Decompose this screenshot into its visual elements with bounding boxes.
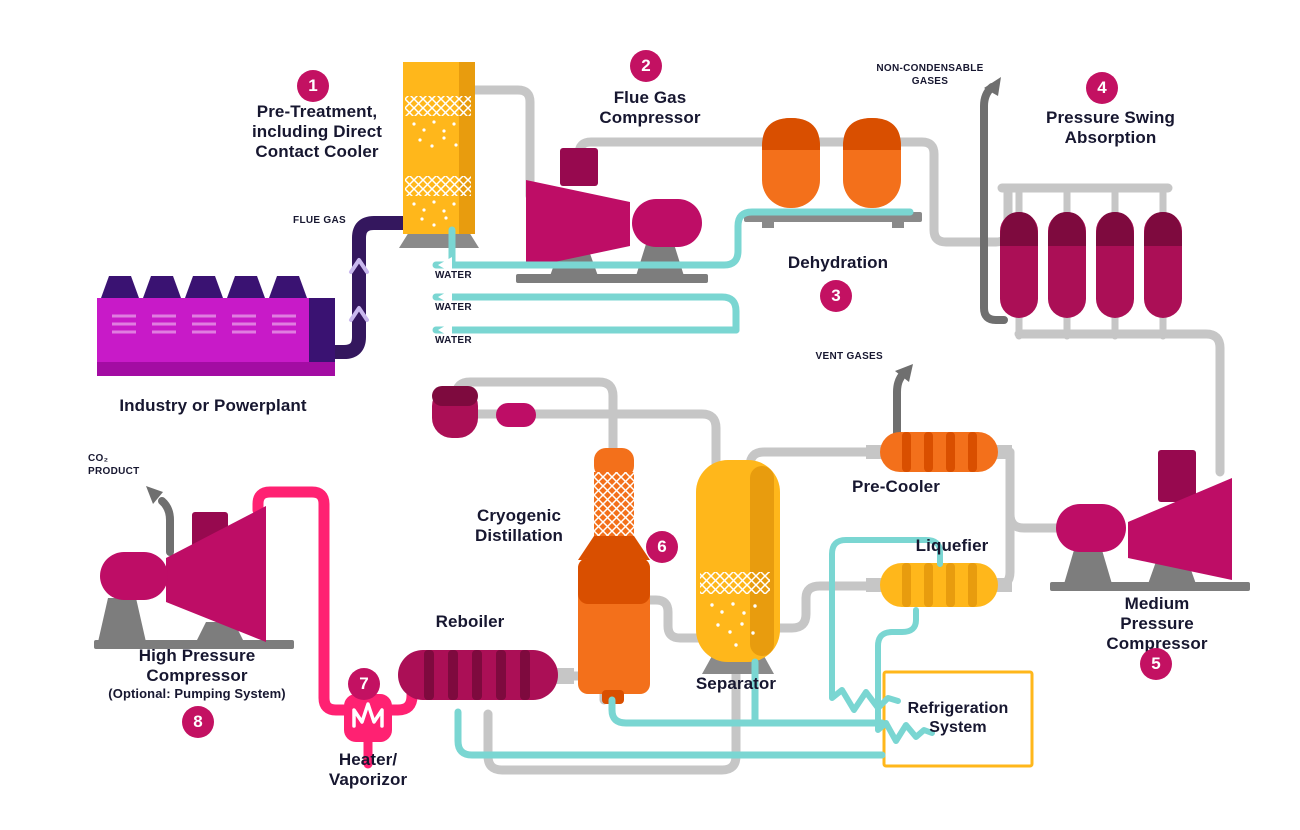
cryogenic-distillation-column — [578, 448, 650, 704]
separator-label: Separator — [695, 674, 777, 693]
step-8-badge: 8 — [182, 706, 214, 738]
refrigerant-return-pipe — [875, 607, 935, 744]
co2-product-arrow — [146, 486, 174, 556]
high-pressure-compressor — [94, 506, 294, 649]
flue-gas-compressor — [516, 148, 708, 283]
step-3-badge: 3 — [820, 280, 852, 312]
cryogenic-distillation-label: Cryogenic Distillation — [474, 506, 564, 546]
dehydration-label: Dehydration — [787, 253, 889, 272]
step-1-badge: 1 — [297, 70, 329, 102]
vent-gases-arrow — [893, 364, 913, 438]
water-stream-label-3: WATER — [435, 335, 472, 346]
hp-compressor-note: (Optional: Pumping System) — [108, 686, 286, 701]
step-5-badge: 5 — [1140, 648, 1172, 680]
separator-vessel — [696, 460, 780, 674]
pre-cooler-label: Pre-Cooler — [852, 477, 940, 496]
pre-cooler-exchanger — [866, 432, 1012, 472]
pretreatment-label: Pre-Treatment, including Direct Contact … — [251, 102, 383, 162]
water-flow-arrow — [438, 322, 452, 338]
industry-label: Industry or Powerplant — [119, 396, 307, 415]
flue-gas-up-arrow — [349, 306, 369, 322]
reboiler-label: Reboiler — [435, 612, 505, 631]
step-2-badge: 2 — [630, 50, 662, 82]
heater-vaporizor-label: Heater/ Vaporizor — [328, 750, 408, 790]
water-flow-arrow — [438, 289, 452, 305]
step-4-badge: 4 — [1086, 72, 1118, 104]
spray-dots — [412, 120, 458, 227]
refrigerant-supply-pipe — [829, 537, 943, 713]
flue-gas-stream-label: FLUE GAS — [293, 215, 346, 226]
factory-vent-slats — [112, 314, 296, 334]
non-condensable-gases-arrow — [980, 77, 1008, 324]
stream-arrows — [146, 77, 1008, 556]
flue-gas-up-arrow — [349, 258, 369, 274]
reboiler-exchanger — [398, 650, 574, 700]
refrigeration-system-label: Refrigeration System — [907, 700, 1009, 736]
water-stream-label-1: WATER — [435, 270, 472, 281]
step-7-badge: 7 — [348, 668, 380, 700]
flue-gas-pipe — [309, 216, 417, 359]
teal-water-pipes — [432, 208, 943, 759]
water-flow-arrow — [438, 257, 452, 273]
heater-vaporizor-unit — [344, 694, 392, 742]
step-6-badge: 6 — [646, 531, 678, 563]
spray-dots — [710, 602, 757, 647]
reflux-drum — [432, 386, 478, 438]
reflux-pump — [496, 403, 536, 427]
water-stream-label-2: WATER — [435, 302, 472, 313]
non-condensable-gases-label: NON-CONDENSABLE GASES — [876, 63, 984, 87]
psa-label: Pressure Swing Absorption — [1046, 108, 1175, 148]
heater-coil-icon — [352, 702, 384, 728]
refrigeration-system-box — [882, 670, 1034, 768]
industry-powerplant — [97, 276, 335, 376]
pretreatment-tower — [399, 62, 479, 248]
flue-gas-compressor-label: Flue Gas Compressor — [599, 88, 701, 128]
vent-gases-label: VENT GASES — [815, 351, 883, 362]
liquefier-exchanger — [866, 563, 1012, 607]
co2-product-label: CO₂ PRODUCT — [88, 453, 140, 477]
medium-pressure-compressor-label: Medium Pressure Compressor — [1106, 594, 1208, 654]
psa-vessels — [1000, 212, 1182, 318]
high-pressure-compressor-label: High Pressure Compressor — [138, 646, 256, 686]
medium-pressure-compressor — [1050, 450, 1250, 591]
liquefier-label: Liquefier — [915, 536, 989, 555]
